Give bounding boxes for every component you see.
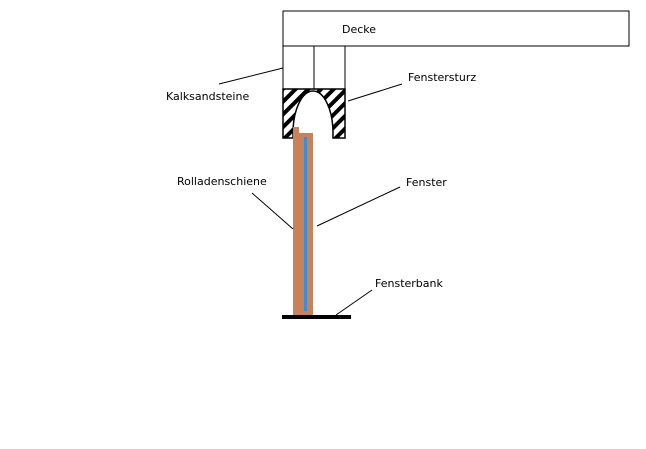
leader-fenstersturz — [347, 83, 403, 102]
window-sill — [282, 315, 351, 319]
label-fenstersturz: Fenstersturz — [408, 71, 476, 84]
roller-shutter-rail — [293, 127, 313, 315]
label-decke: Decke — [342, 23, 376, 36]
label-rolladenschiene: Rolladenschiene — [177, 175, 267, 188]
ceiling-slab — [282, 10, 630, 47]
label-kalksandsteine: Kalksandsteine — [166, 90, 249, 103]
leader-rolladenschiene — [251, 192, 294, 230]
label-fensterbank: Fensterbank — [375, 277, 443, 290]
leader-fensterbank — [335, 289, 373, 316]
leader-kalksandsteine — [218, 67, 284, 85]
leader-fenster — [316, 186, 401, 227]
sand-lime-bricks — [282, 45, 346, 90]
label-fenster: Fenster — [406, 176, 447, 189]
leader-lines — [218, 67, 403, 316]
window-lintel — [282, 88, 346, 139]
window-glass — [304, 137, 307, 311]
